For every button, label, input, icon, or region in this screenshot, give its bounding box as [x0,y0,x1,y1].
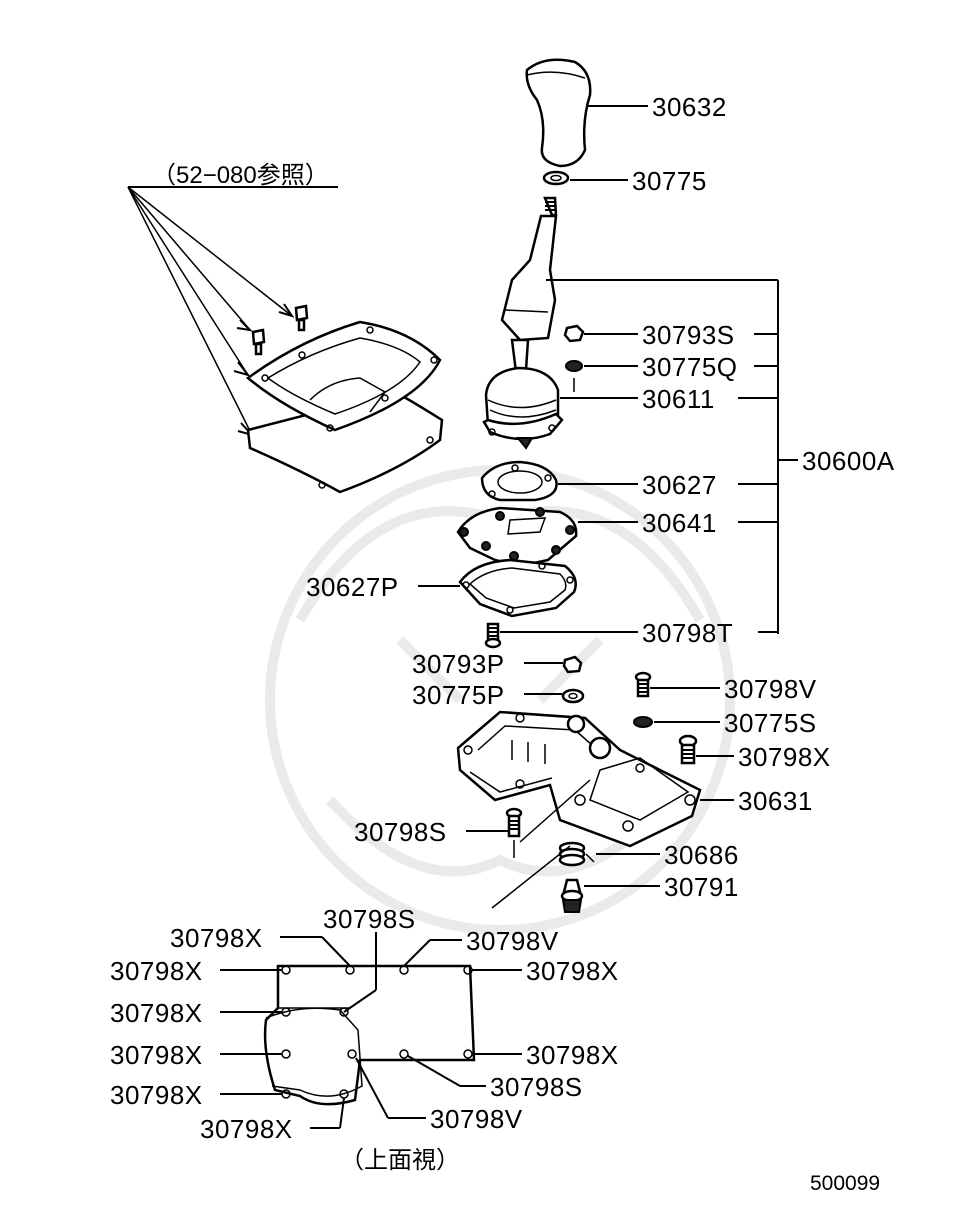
part-labels: 30632 30775 30793S 30775Q 30611 30600A 3… [306,92,895,902]
tv-label-tl-x: 30798X [170,923,263,953]
label-plug: 30791 [664,872,739,902]
reference-note: （52−080参照） [152,162,329,189]
top-view-labels: 30798X 30798S 30798V 30798X 30798X 30798… [110,904,619,1144]
bolt-30798s [505,807,523,858]
bolt-30798x [678,734,698,765]
console-clips [251,304,309,356]
label-bolt-v: 30798V [724,674,817,704]
plate-30641 [456,506,578,568]
reference-note-group: （52−080参照） [127,162,338,437]
label-plate: 30641 [642,508,717,538]
shift-knob [525,58,592,168]
label-washer-p: 30775P [412,680,505,710]
gasket-30627p [458,558,577,618]
label-boot: 30611 [642,384,715,414]
callout-lines [418,105,798,887]
leader-lines-to-top-view [491,779,591,909]
bolt-30798v [634,671,652,698]
washer-30775q [565,360,583,392]
boot-30611 [482,366,564,450]
top-view-outline [263,964,476,1106]
label-knob: 30632 [652,92,727,122]
case-30631 [456,710,702,848]
label-washer-q: 30775Q [642,352,738,382]
nut-30793s [563,324,585,343]
tv-label-bl-x: 30798X [200,1114,293,1144]
shift-lever [500,196,558,374]
label-gasket-lower: 30627P [306,572,399,602]
label-assembly: 30600A [802,446,895,476]
label-washer-s: 30775S [724,708,817,738]
tv-label-b-v: 30798V [430,1104,523,1134]
label-nut-p: 30793P [412,649,505,679]
label-bolt-t: 30798T [642,618,733,648]
knob-washer [542,170,570,186]
spring-30686 [558,841,595,867]
tv-label-l4-x: 30798X [110,1080,203,1110]
tv-label-r4-s: 30798S [490,1072,583,1102]
bolt-30798t [484,622,502,649]
label-spring: 30686 [664,840,739,870]
tv-label-r3-x: 30798X [526,1040,619,1070]
top-view-caption: （上面視） [340,1147,460,1174]
plug-30791 [560,878,584,913]
label-knob-washer: 30775 [632,166,707,196]
washer-30775p [561,688,585,704]
tv-label-l3-x: 30798X [110,1040,203,1070]
top-view-callout-lines [220,932,522,1129]
washer-30775s [633,716,653,728]
label-case: 30631 [738,786,813,816]
tv-label-tc-s: 30798S [323,904,416,934]
tv-label-tr-v: 30798V [466,926,559,956]
tv-label-l1-x: 30798X [110,956,203,986]
figure-code: 500099 [810,1172,880,1195]
label-bolt-s: 30798S [354,817,447,847]
tv-label-r1-x: 30798X [526,956,619,986]
label-bolt-x: 30798X [738,742,831,772]
gasket-30627 [480,460,558,502]
label-gasket-upper: 30627 [642,470,717,500]
tv-label-l2-x: 30798X [110,998,203,1028]
label-nut-s: 30793S [642,320,735,350]
console-plate [245,320,444,494]
nut-30793p [562,655,583,674]
